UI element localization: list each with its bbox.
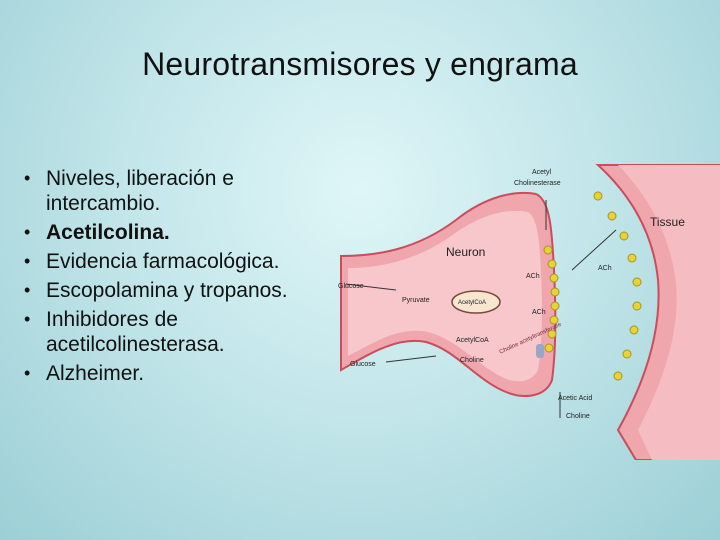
acetic-acid-label: Acetic Acid bbox=[558, 395, 592, 402]
vesicle bbox=[549, 273, 559, 283]
arrow bbox=[385, 355, 437, 363]
bullet-item: •Escopolamina y tropanos. bbox=[24, 279, 288, 302]
arrow bbox=[345, 283, 397, 291]
neuron-inner bbox=[348, 210, 542, 382]
tissue-receptor bbox=[619, 231, 629, 241]
vesicle bbox=[547, 329, 557, 339]
vesicle bbox=[550, 301, 560, 311]
vesicle bbox=[550, 287, 560, 297]
vesicle bbox=[544, 343, 554, 353]
bullet-dot-icon: • bbox=[24, 309, 31, 329]
receptor bbox=[536, 344, 544, 358]
vesicle bbox=[543, 245, 553, 255]
bullet-item: •Evidencia farmacológica. bbox=[24, 250, 280, 273]
acetylcoa-inner-label: AcetylCoA bbox=[458, 300, 486, 306]
tissue-receptor bbox=[607, 211, 617, 221]
glucose-top-label: Glucose bbox=[338, 283, 364, 290]
ach-vesicle-label: ACh bbox=[526, 273, 540, 280]
ach-cleft-label: ACh bbox=[598, 265, 612, 272]
tissue-receptors bbox=[593, 191, 642, 381]
bullet-dot-icon: • bbox=[24, 363, 31, 383]
tissue-receptor bbox=[632, 277, 642, 287]
tissue-receptor bbox=[613, 371, 623, 381]
tissue-inner bbox=[618, 165, 720, 460]
pyruvate-label: Pyruvate bbox=[402, 297, 430, 304]
choline-bottom-label: Choline bbox=[566, 413, 590, 420]
bullet-item: •Acetilcolina. bbox=[24, 221, 170, 244]
bullet-dot-icon: • bbox=[24, 168, 31, 188]
bullet-dot-icon: • bbox=[24, 251, 31, 271]
vesicle bbox=[547, 259, 557, 269]
tissue-receptor bbox=[593, 191, 603, 201]
glucose-bottom-label: Glucose bbox=[350, 361, 376, 368]
bullet-item: •Inhibidores de acetilcolinesterasa. bbox=[24, 308, 225, 356]
enzyme-label-2: Cholinesterase bbox=[514, 180, 561, 187]
tissue-label: Tissue bbox=[650, 215, 685, 229]
bullet-list: •Niveles, liberación e intercambio. •Ace… bbox=[22, 166, 342, 390]
bullet-item: •Alzheimer. bbox=[24, 362, 145, 385]
tissue-receptor bbox=[622, 349, 632, 359]
arrow bbox=[571, 229, 617, 271]
bullet-dot-icon: • bbox=[24, 280, 31, 300]
arrows bbox=[345, 200, 617, 418]
bullet-item: •Niveles, liberación e intercambio. bbox=[24, 167, 234, 215]
tissue-receptor bbox=[632, 301, 642, 311]
tissue-receptor bbox=[629, 325, 639, 335]
choline-inner-label: Choline bbox=[460, 357, 484, 364]
vesicle bbox=[549, 315, 559, 325]
acetylcoa-lower-label: AcetylCoA bbox=[456, 337, 489, 344]
slide-title: Neurotransmisores y engrama bbox=[142, 46, 578, 82]
bullet-dot-icon: • bbox=[24, 222, 31, 242]
ach-receptor-label: ACh bbox=[532, 309, 546, 316]
synapse-diagram: Acetyl Cholinesterase Tissue Neuron Gluc… bbox=[338, 164, 720, 460]
vesicles bbox=[543, 245, 560, 353]
mitochondrion bbox=[451, 290, 501, 314]
enzyme-label-1: Acetyl bbox=[532, 169, 552, 176]
tissue-receptor bbox=[627, 253, 637, 263]
neuron-label: Neuron bbox=[446, 245, 485, 259]
